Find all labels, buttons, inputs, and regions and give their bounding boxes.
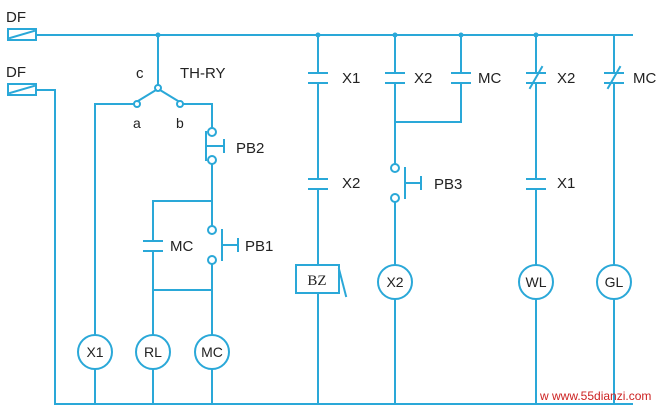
mc-nc-contact-label: MC bbox=[633, 70, 656, 87]
gl-lamp-label: GL bbox=[605, 274, 624, 290]
selector-switch bbox=[94, 34, 213, 336]
bz-buzzer-label: BZ bbox=[307, 273, 326, 289]
switch-a-label: a bbox=[133, 115, 141, 131]
rl-lamp: RL bbox=[135, 334, 171, 370]
x2-contact-col1-label: X2 bbox=[342, 175, 360, 192]
col2-x2-contact bbox=[385, 72, 405, 84]
col1-x2-contact bbox=[308, 178, 328, 190]
df-top-label: DF bbox=[6, 9, 26, 26]
node-col3-top bbox=[533, 32, 539, 38]
col2-mc-contact bbox=[451, 72, 471, 84]
df-bottom-label: DF bbox=[6, 64, 26, 81]
switch-b-label: b bbox=[176, 115, 184, 131]
switch-name-label: TH-RY bbox=[180, 65, 226, 82]
x1-lamp: X1 bbox=[77, 334, 113, 370]
watermark-text: w www.55dianzi.com bbox=[539, 389, 651, 403]
x2-nc-contact-label: X2 bbox=[557, 70, 575, 87]
col1-x1-contact bbox=[308, 72, 328, 84]
mc-holding-contact bbox=[143, 240, 163, 252]
pb1-label: PB1 bbox=[245, 238, 273, 255]
node-col2-mc-top bbox=[458, 32, 464, 38]
pb3-pushbutton bbox=[390, 163, 422, 203]
node-switch-top bbox=[155, 32, 161, 38]
mc-contact-left-label: MC bbox=[170, 238, 193, 255]
col3-x1-contact bbox=[526, 178, 546, 190]
x2-coil-label: X2 bbox=[386, 274, 403, 290]
col3-x2-nc-contact bbox=[526, 65, 546, 90]
pb2-label: PB2 bbox=[236, 140, 264, 157]
df-top-symbol bbox=[7, 28, 37, 41]
x2-contact-col2-label: X2 bbox=[414, 70, 432, 87]
df-bottom-symbol bbox=[7, 83, 37, 96]
pb1-pushbutton bbox=[207, 225, 239, 265]
x1-contact-col3-label: X1 bbox=[557, 175, 575, 192]
col4-mc-nc-contact bbox=[604, 65, 624, 90]
node-col2-top bbox=[392, 32, 398, 38]
switch-c-label: c bbox=[136, 65, 144, 82]
wl-lamp: WL bbox=[518, 264, 554, 300]
wl-lamp-label: WL bbox=[526, 274, 547, 290]
mc-coil: MC bbox=[194, 334, 230, 370]
node-col1-top bbox=[315, 32, 321, 38]
x1-contact-label: X1 bbox=[342, 70, 360, 87]
mc-coil-label: MC bbox=[201, 344, 223, 360]
x1-lamp-label: X1 bbox=[86, 344, 103, 360]
rl-lamp-label: RL bbox=[144, 344, 162, 360]
pb3-label: PB3 bbox=[434, 176, 462, 193]
pb2-pushbutton bbox=[205, 127, 225, 165]
x2-coil: X2 bbox=[377, 264, 413, 300]
bz-buzzer: BZ bbox=[295, 264, 348, 298]
mc-contact-col2-label: MC bbox=[478, 70, 501, 87]
gl-lamp: GL bbox=[596, 264, 632, 300]
